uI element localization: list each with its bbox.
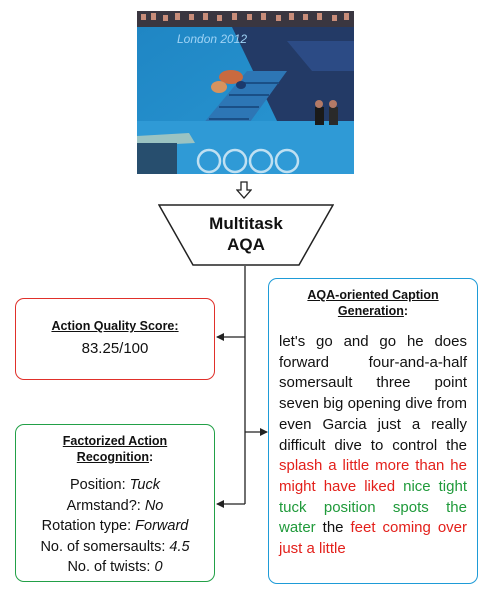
multitask-aqa-block: Multitask AQA	[158, 204, 334, 266]
aqa-caption-box: AQA-oriented Caption Generation: let's g…	[268, 278, 478, 584]
action-quality-score-box: Action Quality Score: 83.25/100	[15, 298, 215, 380]
factor-item: Position: Tuck	[16, 475, 214, 496]
factor-title-colon: :	[149, 450, 154, 464]
factor-item: Rotation type: Forward	[16, 516, 214, 537]
down-arrow-icon	[235, 181, 253, 199]
factor-key: No. of somersaults:	[40, 538, 170, 555]
caption-segment: the	[315, 519, 351, 537]
score-value: 83.25/100	[81, 340, 149, 357]
factor-title-line1: Factorized Action	[62, 434, 168, 448]
factor-value: No	[144, 497, 164, 514]
factor-item: No. of twists: 0	[16, 557, 214, 578]
caption-text: let's go and go he does forward four-and…	[279, 332, 467, 560]
caption-title-colon: :	[403, 304, 409, 318]
caption-segment-green: nice tight tuck position spots the water	[279, 477, 467, 537]
caption-title-line2: Generation	[337, 304, 404, 318]
factor-key: Rotation type:	[41, 518, 136, 534]
score-label: Action Quality Score	[51, 319, 175, 333]
factor-value: Forward	[135, 518, 189, 534]
factor-item: No. of somersaults: 4.5	[16, 537, 214, 558]
factor-value: Tuck	[129, 477, 160, 493]
factorized-action-recognition-box: Factorized Action Recognition: Position:…	[15, 424, 215, 582]
caption-title: AQA-oriented Caption Generation:	[269, 287, 477, 319]
aqa-title-line1: Multitask	[209, 214, 283, 233]
factor-title-line2: Recognition	[76, 450, 150, 464]
caption-segment: let's go and go he does forward four-and…	[279, 333, 467, 454]
factor-value: 0	[154, 559, 163, 575]
caption-title-line1: AQA-oriented Caption	[307, 288, 439, 302]
diving-photo: London 2012	[137, 11, 354, 174]
score-heading: Action Quality Score:	[16, 319, 214, 333]
watermark-text: London 2012	[177, 32, 247, 46]
caption-segment-red: splash a little more than he might have …	[279, 457, 467, 495]
aqa-title: Multitask AQA	[158, 213, 334, 255]
factor-title: Factorized Action Recognition:	[16, 433, 214, 465]
caption-segment-red: feet coming over just a little	[279, 519, 468, 558]
factor-item: Armstand?: No	[16, 496, 214, 517]
aqa-title-line2: AQA	[227, 235, 265, 254]
factor-list: Position: Tuck Armstand?: No Rotation ty…	[16, 475, 214, 578]
factor-value: 4.5	[169, 538, 190, 555]
score-label-colon: :	[174, 319, 179, 333]
factor-key: Armstand?:	[66, 497, 145, 514]
caption-segment	[395, 478, 403, 495]
factor-key: No. of twists:	[67, 559, 155, 575]
factor-key: Position:	[69, 477, 130, 493]
